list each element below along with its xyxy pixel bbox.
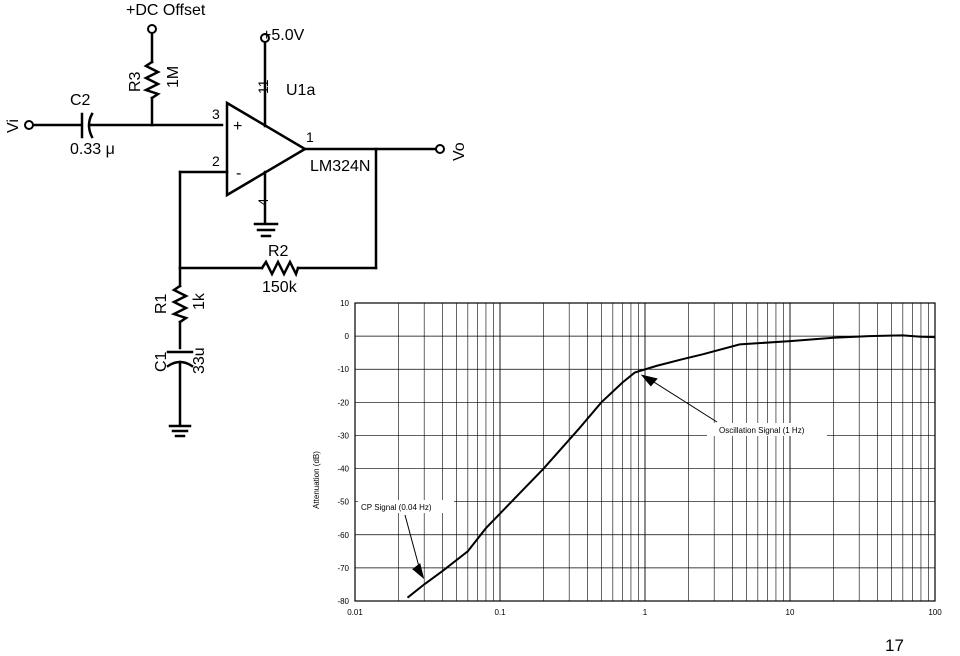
y-axis-label: Attenuation (dB) (312, 451, 321, 509)
y-tick-label: -40 (337, 465, 349, 474)
minus-sign: - (236, 165, 241, 182)
y-tick-label: -20 (337, 398, 349, 407)
c1-value-label: 33u (191, 347, 208, 374)
opamp-ground-symbol (253, 222, 279, 238)
y-tick-label: -30 (337, 431, 349, 440)
r2-value-label: 150k (262, 279, 298, 296)
x-tick-label: 0.01 (347, 608, 363, 617)
c1-name-label: C1 (153, 351, 170, 372)
resistor-r3 (142, 60, 161, 100)
c2-value-label: 0.33 μ (70, 141, 115, 158)
chart-annotations: Oscillation Signal (1 Hz) CP Signal (0.04… (358, 374, 827, 580)
oscillation-label-bg (707, 423, 827, 436)
output-label: Vo (451, 142, 468, 161)
plus-sign: + (233, 118, 242, 135)
x-tick-label: 100 (928, 608, 942, 617)
chart-series (406, 334, 936, 599)
x-tick-label: 10 (786, 608, 795, 617)
dc-offset-terminal (147, 24, 157, 34)
c2-name-label: C2 (70, 92, 91, 109)
oscillation-arrow-head (640, 374, 658, 387)
pin-4-label: 4 (255, 198, 271, 206)
r1-name-label: R1 (153, 293, 170, 314)
opamp-name-label: U1a (286, 82, 315, 99)
r3-value-label: 1M (165, 66, 182, 88)
resistor-r1 (170, 284, 189, 324)
y-tick-label: -10 (337, 365, 349, 374)
x-tick-label: 1 (643, 608, 648, 617)
input-label: Vi (5, 119, 22, 133)
cp-label-bg (358, 500, 454, 513)
dc-offset-label: +DC Offset (126, 2, 206, 19)
c1-ground-symbol (168, 424, 192, 438)
oscillation-arrow-line (646, 377, 718, 423)
output-terminal (435, 144, 445, 154)
resistor-r2 (260, 259, 300, 278)
pin-3-label: 3 (212, 106, 220, 122)
pin-11-label: 11 (255, 79, 271, 94)
supply-label: +5.0V (262, 27, 305, 44)
supply-terminal (260, 33, 270, 43)
y-tick-label: 10 (340, 299, 349, 308)
opamp-part-label: LM324N (310, 158, 370, 175)
y-tick-label: -70 (337, 564, 349, 573)
cp-label: CP Signal (0.04 Hz) (361, 503, 432, 512)
oscillation-label: Oscillation Signal (1 Hz) (719, 426, 805, 435)
y-tick-label: -80 (337, 597, 349, 606)
response-curve (406, 334, 936, 599)
x-tick-label: 0.1 (494, 608, 506, 617)
cp-arrow-line (404, 514, 421, 572)
chart-grid (354, 302, 936, 602)
page-number: 17 (885, 636, 904, 655)
cp-arrow-head (412, 563, 425, 580)
r3-name-label: R3 (127, 71, 144, 92)
pin-2-label: 2 (212, 153, 220, 169)
r1-value-label: 1k (191, 292, 208, 310)
pin-1-label: 1 (306, 129, 314, 145)
input-terminal (24, 120, 34, 130)
y-tick-label: 0 (345, 332, 350, 341)
r2-name-label: R2 (268, 243, 289, 260)
y-tick-label: -50 (337, 498, 349, 507)
y-tick-label: -60 (337, 531, 349, 540)
